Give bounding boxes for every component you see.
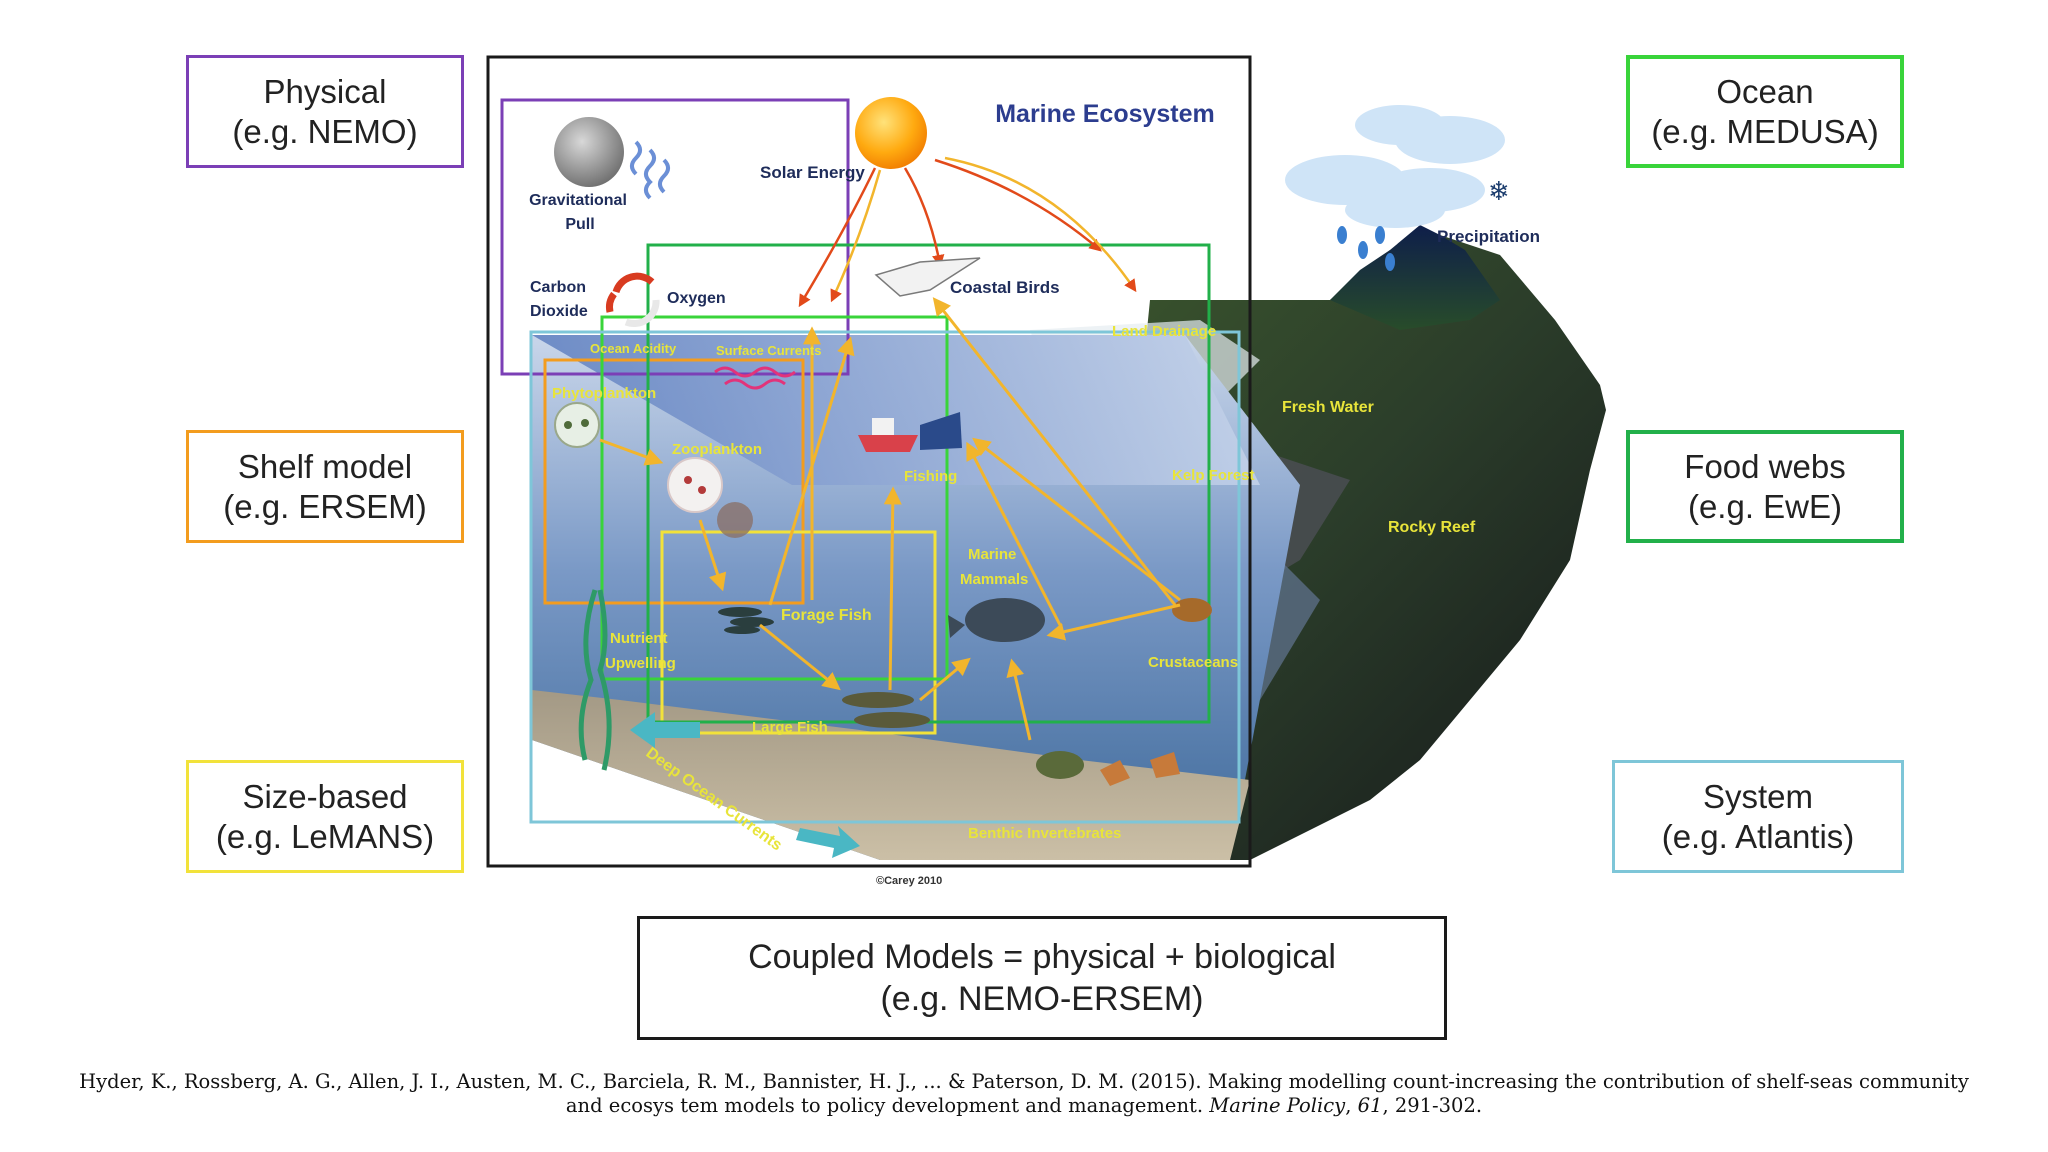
label-mammals: Mammals — [960, 571, 1028, 588]
citation-text: Hyder, K., Rossberg, A. G., Allen, J. I.… — [79, 1070, 1969, 1117]
ocean-model-title: Ocean — [1716, 72, 1813, 112]
label-forage-fish: Forage Fish — [781, 607, 872, 624]
phytoplankton-icon — [555, 403, 599, 447]
label-oxygen: Oxygen — [667, 290, 726, 307]
cloud-icon — [1285, 105, 1505, 228]
size-based-model-box: Size-based (e.g. LeMANS) — [186, 760, 464, 873]
shelf-model-box: Shelf model (e.g. ERSEM) — [186, 430, 464, 543]
label-kelp-forest: Kelp Forest — [1172, 467, 1255, 484]
citation-pages: , 291-302. — [1382, 1094, 1482, 1117]
shelf-model-title: Shelf model — [238, 447, 412, 487]
physical-model-example: (e.g. NEMO) — [232, 112, 417, 152]
label-copyright: ©Carey 2010 — [876, 875, 942, 887]
label-fishing: Fishing — [904, 468, 957, 485]
size-based-model-example: (e.g. LeMANS) — [216, 817, 434, 857]
label-fresh-water: Fresh Water — [1282, 399, 1374, 416]
sun-icon — [855, 97, 927, 169]
label-land-drainage: Land Drainage — [1112, 323, 1216, 340]
physical-model-box: Physical (e.g. NEMO) — [186, 55, 464, 168]
coupled-models-box: Coupled Models = physical + biological (… — [637, 916, 1447, 1040]
label-surface-currents: Surface Currents — [716, 343, 821, 358]
label-pull: Pull — [565, 216, 594, 233]
ocean-model-example: (e.g. MEDUSA) — [1651, 112, 1878, 152]
coupled-models-example: (e.g. NEMO-ERSEM) — [880, 978, 1203, 1020]
label-large-fish: Large Fish — [752, 719, 828, 736]
label-zooplankton: Zooplankton — [672, 441, 762, 458]
physical-model-title: Physical — [264, 72, 387, 112]
system-model-example: (e.g. Atlantis) — [1662, 817, 1855, 857]
label-crustaceans: Crustaceans — [1148, 654, 1238, 671]
label-solar-energy: Solar Energy — [760, 163, 865, 182]
label-upwelling: Upwelling — [605, 655, 676, 672]
ocean-model-box: Ocean (e.g. MEDUSA) — [1626, 55, 1904, 168]
moon-icon — [554, 117, 624, 187]
rain-drop-icon — [1337, 226, 1395, 271]
citation-separator: , — [1345, 1094, 1357, 1117]
label-carbon: Carbon — [530, 279, 586, 296]
size-based-model-title: Size-based — [242, 777, 407, 817]
system-model-title: System — [1703, 777, 1813, 817]
food-web-model-title: Food webs — [1684, 447, 1845, 487]
coupled-models-title: Coupled Models = physical + biological — [748, 936, 1336, 978]
citation-volume: 61 — [1358, 1094, 1383, 1117]
label-gravitational: Gravitational — [529, 192, 627, 209]
citation: Hyder, K., Rossberg, A. G., Allen, J. I.… — [60, 1070, 1988, 1118]
label-precipitation: Precipitation — [1437, 227, 1540, 246]
food-web-model-example: (e.g. EwE) — [1688, 487, 1842, 527]
diagram-title: Marine Ecosystem — [995, 100, 1215, 128]
label-coastal-birds: Coastal Birds — [950, 278, 1060, 297]
gravity-wave-icon — [632, 142, 668, 198]
label-rocky-reef: Rocky Reef — [1388, 519, 1476, 536]
food-web-model-box: Food webs (e.g. EwE) — [1626, 430, 1904, 543]
label-phytoplankton: Phytoplankton — [552, 385, 656, 402]
snowflake-icon: ❄ — [1488, 177, 1510, 207]
label-nutrient: Nutrient — [610, 630, 668, 647]
system-model-box: System (e.g. Atlantis) — [1612, 760, 1904, 873]
label-ocean-acidity: Ocean Acidity — [590, 341, 677, 356]
label-marine: Marine — [968, 546, 1016, 563]
citation-journal: Marine Policy — [1209, 1094, 1345, 1117]
label-benthic-invertebrates: Benthic Invertebrates — [968, 825, 1121, 842]
label-dioxide: Dioxide — [530, 303, 588, 320]
shelf-model-example: (e.g. ERSEM) — [223, 487, 427, 527]
